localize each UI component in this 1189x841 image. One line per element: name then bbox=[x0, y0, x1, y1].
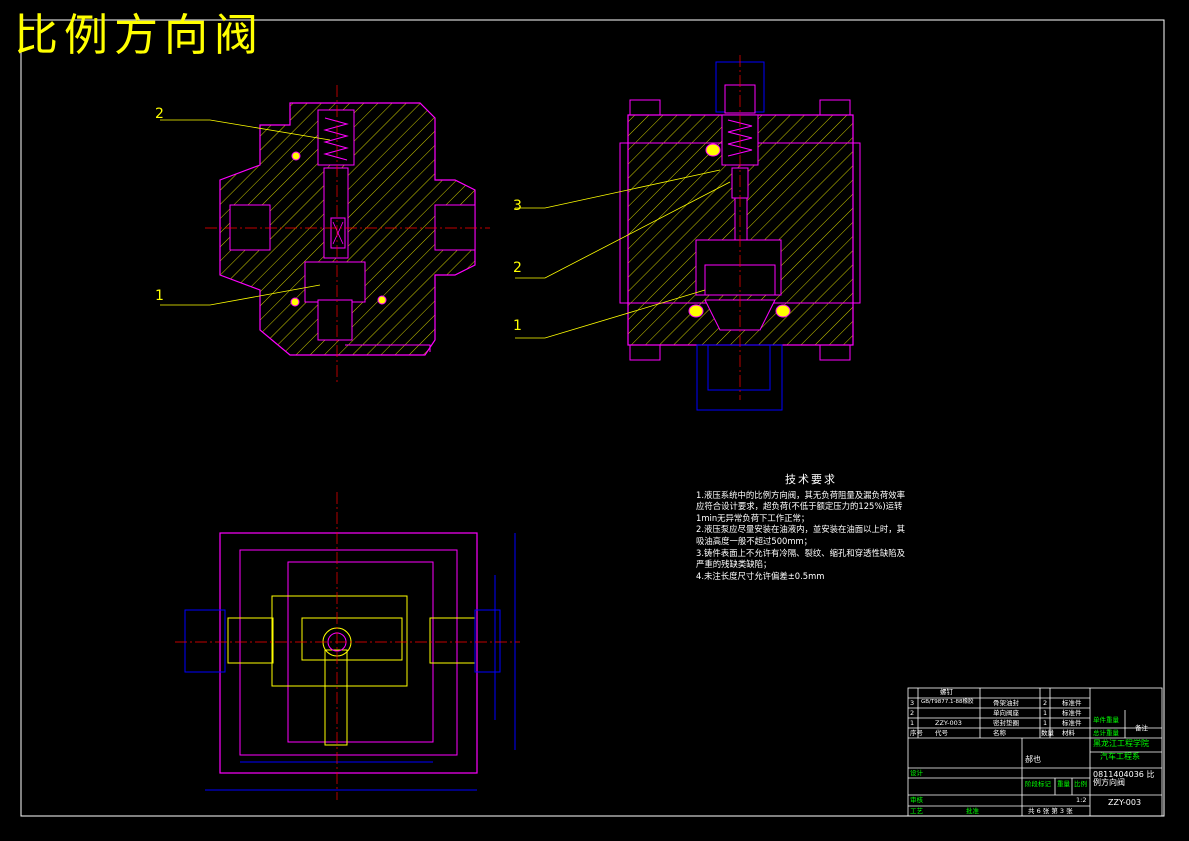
tb-part-1-no: 1 bbox=[910, 719, 915, 727]
tb-part-1-material: 标准件 bbox=[1062, 719, 1082, 727]
callout-right-2: 2 bbox=[513, 260, 522, 276]
tb-part-3-code: GB/T9877.1-88橡胶 bbox=[921, 699, 974, 705]
drawing-frame bbox=[20, 19, 1165, 817]
tb-part-2-material: 标准件 bbox=[1062, 709, 1082, 717]
tb-part-1-code: ZZY-003 bbox=[935, 719, 962, 727]
tb-top-label: 螺钉 bbox=[940, 688, 953, 696]
tb-process-row: 工艺 bbox=[910, 807, 923, 815]
tb-approve-row: 批准 bbox=[966, 807, 979, 815]
tb-dept: 汽车工程系 bbox=[1100, 752, 1140, 761]
plan-view bbox=[175, 492, 520, 800]
tech-requirement-4: 4.未注长度尺寸允许偏差±0.5mm bbox=[696, 570, 825, 581]
tb-header-material: 材料 bbox=[1062, 729, 1075, 737]
tb-header-remark: 备注 bbox=[1135, 724, 1148, 732]
tb-drawing-name: 0811404036 比例方向阀 bbox=[1093, 770, 1155, 787]
tb-author: 郝也 bbox=[1025, 755, 1041, 764]
title-block bbox=[907, 687, 1163, 817]
tb-header-code: 代号 bbox=[935, 729, 948, 737]
tb-part-2-no: 2 bbox=[910, 709, 915, 717]
left-section-view: 2 1 bbox=[155, 85, 490, 385]
tech-requirement-2: 2.液压泵应尽量安装在油液内，並安装在油面以上时，其吸油高度一般不超过500mm… bbox=[696, 524, 905, 546]
tb-header-unit-weight: 单件重量 bbox=[1093, 716, 1119, 724]
tb-header-name: 名称 bbox=[993, 729, 1006, 737]
tb-scale-label: 比例 bbox=[1074, 780, 1087, 788]
tb-designer-row: 设计 bbox=[910, 769, 923, 777]
tb-review-row: 审核 bbox=[910, 796, 923, 804]
right-section-view: 3 2 1 bbox=[513, 55, 861, 411]
tech-requirements-heading: 技术要求 bbox=[785, 473, 837, 486]
tech-requirements: 技术要求 1.液压系统中的比例方向阀，其无负荷阻量及漏负荷效率应符合设计要求，超… bbox=[696, 474, 906, 582]
tb-part-3-no: 3 bbox=[910, 699, 915, 707]
tech-requirement-3: 3.铸件表面上不允许有冷隔、裂纹、缩孔和穿透性缺陷及严重的残缺类缺陷； bbox=[696, 547, 905, 570]
tb-sheet: 共 6 张 第 3 张 bbox=[1028, 807, 1073, 815]
callout-left-1: 1 bbox=[155, 288, 164, 304]
tb-part-1-name: 密封垫圈 bbox=[993, 719, 1019, 727]
tb-weight-label: 重量 bbox=[1057, 780, 1070, 788]
tb-part-3-material: 标准件 bbox=[1062, 699, 1082, 707]
tb-header-no: 序号 bbox=[910, 729, 923, 737]
tb-drawing-code: ZZY-003 bbox=[1108, 798, 1142, 807]
tech-requirement-1: 1.液压系统中的比例方向阀，其无负荷阻量及漏负荷效率应符合设计要求，超负荷(不低… bbox=[696, 489, 905, 523]
tb-part-2-qty: 1 bbox=[1043, 709, 1048, 717]
tb-part-1-qty: 1 bbox=[1043, 719, 1048, 727]
callout-right-1: 1 bbox=[513, 318, 522, 334]
tb-stage-label: 阶段标记 bbox=[1025, 780, 1051, 788]
tb-school: 黑龙江工程学院 bbox=[1093, 739, 1149, 748]
tb-header-qty: 数量 bbox=[1041, 729, 1054, 737]
tb-part-3-name: 骨架油封 bbox=[993, 699, 1019, 707]
tb-header-total-weight: 总计重量 bbox=[1093, 729, 1119, 737]
tb-part-3-qty: 2 bbox=[1043, 699, 1048, 707]
tb-part-2-name: 单向阀座 bbox=[993, 709, 1019, 717]
callout-left-2: 2 bbox=[155, 106, 164, 122]
drawing-title: 比例方向阀 bbox=[14, 10, 264, 61]
tb-scale: 1:2 bbox=[1076, 796, 1087, 804]
callout-right-3: 3 bbox=[513, 198, 522, 214]
